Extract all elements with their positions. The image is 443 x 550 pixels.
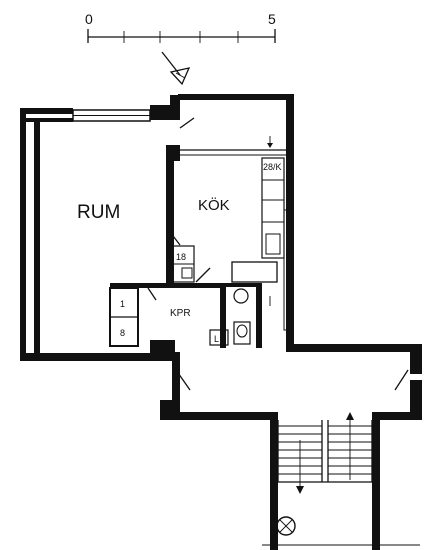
stairwell bbox=[160, 352, 422, 550]
scale-start-label: 0 bbox=[85, 11, 93, 27]
room-label-kok: KÖK bbox=[198, 196, 230, 214]
scale-bar: 0 5 bbox=[85, 11, 276, 43]
storage-label-3: L bbox=[214, 334, 219, 344]
interior-walls bbox=[109, 145, 287, 348]
window-rum bbox=[72, 109, 151, 122]
kitchen-fixtures: 28/K 18 bbox=[169, 136, 291, 331]
scale-end-label: 5 bbox=[268, 11, 276, 27]
stair-arrow-icon bbox=[296, 412, 354, 494]
fixture-label-closet: 18 bbox=[176, 252, 186, 262]
bathroom-fixtures bbox=[233, 288, 271, 345]
fixture-label-fridge: 28/K bbox=[263, 162, 282, 172]
stair-treads bbox=[277, 420, 373, 483]
storage-label-2: 8 bbox=[120, 328, 125, 338]
room-label-rum: RUM bbox=[77, 202, 120, 223]
room-label-kpr: KPR bbox=[170, 308, 191, 319]
elevator-symbol-icon bbox=[276, 516, 296, 536]
north-arrow-icon bbox=[161, 51, 191, 86]
storage-label-1: 1 bbox=[120, 299, 125, 309]
